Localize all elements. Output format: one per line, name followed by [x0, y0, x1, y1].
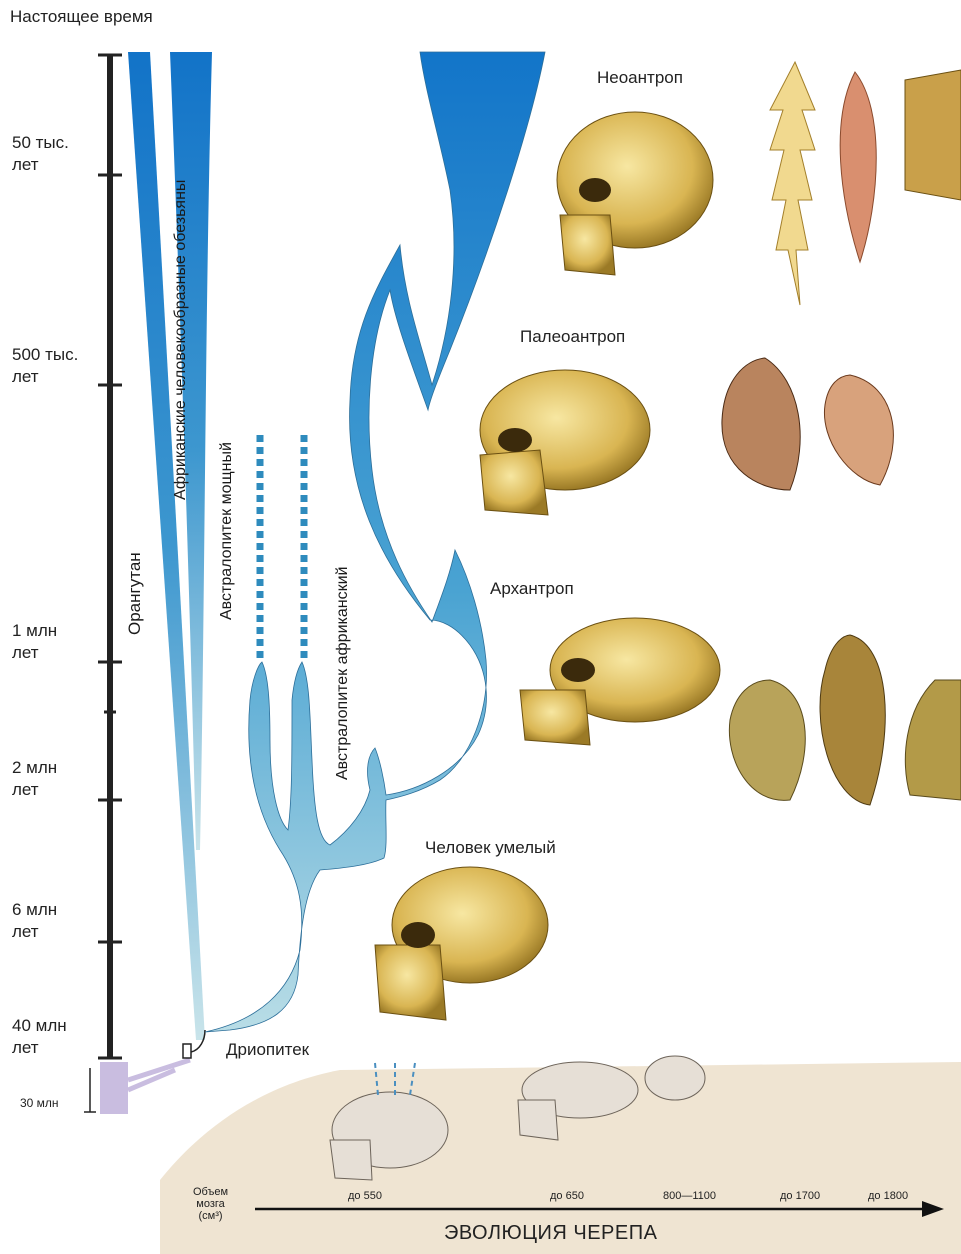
present-time-label: Настоящее время — [10, 6, 153, 28]
label-african-australopith: Австралопитек африканский — [334, 567, 352, 780]
tick-label-1m: 1 млн лет — [12, 620, 57, 664]
tick-label-500k: 500 тыс. лет — [12, 344, 78, 388]
volume-1: до 550 — [348, 1190, 382, 1202]
label-paleoanthrop: Палеоантроп — [520, 327, 625, 347]
label-robust-australopith: Австралопитек мощный — [218, 442, 236, 620]
tick-label-30m: 30 млн — [20, 1096, 59, 1110]
tick-label-6m: 6 млн лет — [12, 899, 57, 943]
skull-homo-habilis — [375, 867, 548, 1020]
tick-label-40m: 40 млн лет — [12, 1015, 67, 1059]
lower-timeline-bar — [100, 1062, 128, 1114]
volume-2: до 650 — [550, 1190, 584, 1202]
volume-5: до 1800 — [868, 1190, 908, 1202]
label-homo-habilis: Человек умелый — [425, 838, 556, 858]
label-african-apes: Африканские человекообразные обезьяны — [172, 180, 190, 500]
volume-4: до 1700 — [780, 1190, 820, 1202]
tick-label-50k: 50 тыс. лет — [12, 132, 69, 176]
tools-paleoanthrop — [722, 358, 893, 490]
label-neoanthrop: Неоантроп — [597, 68, 683, 88]
label-orangutan: Орангутан — [125, 552, 145, 635]
tools-archanthrop — [729, 635, 961, 805]
tools-neoanthrop — [770, 62, 961, 305]
brain-volume-label: Объем мозга (см³) — [193, 1186, 228, 1222]
skull-archanthrop — [520, 618, 720, 745]
label-dryopithecus: Дриопитек — [226, 1040, 309, 1060]
tick-label-2m: 2 млн лет — [12, 757, 57, 801]
skull-evolution-title: ЭВОЛЮЦИЯ ЧЕРЕПА — [444, 1222, 657, 1245]
skull-paleoanthrop — [480, 370, 650, 515]
volume-3: 800—1100 — [663, 1190, 716, 1202]
skull-neoanthrop — [557, 112, 713, 275]
label-archanthrop: Архантроп — [490, 579, 574, 599]
